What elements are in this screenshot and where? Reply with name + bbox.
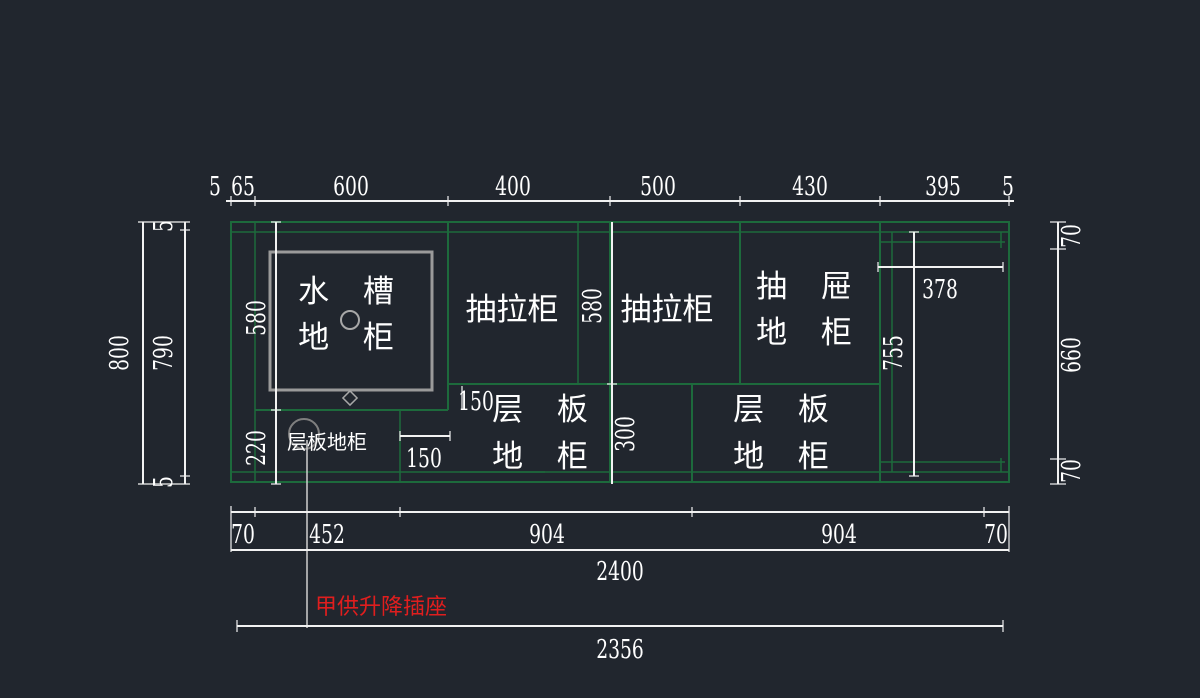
sink-basin — [268, 250, 434, 392]
left-outer-dim-label: 800 — [105, 335, 135, 371]
bottom-dim-label: 452 — [309, 520, 345, 550]
left-dimensions: 800 790 5 5 — [105, 220, 190, 488]
socket-icon — [288, 418, 320, 450]
top-dim-label: 430 — [792, 172, 828, 202]
drawer-base-label-line1: 抽 屉 — [756, 269, 864, 305]
top-dim-label: 400 — [495, 172, 531, 202]
bottom-dim-label: 904 — [529, 520, 565, 550]
right-dimensions: 70 660 70 — [1050, 221, 1087, 485]
bottom-dim-label: 904 — [821, 520, 857, 550]
sink-label-line2: 地 柜 — [298, 320, 406, 356]
overall-width-label: 2400 — [596, 557, 644, 587]
top-dim-label: 65 — [231, 172, 255, 202]
shelf-mid-label-line1: 层 板 — [492, 392, 600, 428]
right-bottom-dim-label: 70 — [1057, 459, 1087, 483]
socket — [288, 418, 320, 628]
shelf-small-label: 层板地柜 — [287, 430, 367, 454]
left-bottom-dim-label: 5 — [149, 476, 179, 488]
sink-label-line1: 水 槽 — [298, 274, 406, 310]
bottom-dim-label: 70 — [984, 520, 1008, 550]
socket-span-label: 2356 — [596, 635, 644, 665]
drawer-base-label-line2: 地 柜 — [756, 315, 864, 351]
sink — [268, 250, 434, 407]
right-top-dim-label: 70 — [1057, 224, 1087, 248]
sink-drain-icon — [340, 310, 360, 330]
top-dim-label: 5 — [209, 172, 221, 202]
bottom-dim-label: 70 — [231, 520, 255, 550]
shelf-right-label-line1: 层 板 — [733, 392, 841, 428]
end-panel-width-label: 378 — [922, 275, 958, 305]
cabinet-outline — [230, 221, 1010, 483]
top-dim-label: 600 — [333, 172, 369, 202]
cabinet-frame — [230, 221, 1010, 483]
drawer2-label: 抽拉柜 — [621, 292, 714, 328]
socket-note: 甲供升降插座 — [315, 595, 447, 620]
shelf-mid-height-label: 300 — [611, 416, 641, 452]
shelf-right-label-line2: 地 柜 — [733, 439, 841, 475]
small-mark-label: 150 — [458, 387, 494, 417]
top-dim-label: 5 — [1002, 172, 1014, 202]
sink-height-label: 580 — [242, 300, 272, 336]
drawer1-label: 抽拉柜 — [466, 292, 559, 328]
shelf-low-height-label: 220 — [242, 430, 272, 466]
inner-dimensions: 580 220 150 150 580 300 755 378 — [242, 221, 1004, 485]
end-panel-height-label: 755 — [879, 335, 909, 371]
drawer-divider-height-label: 580 — [578, 288, 608, 324]
shelf-gap-label: 150 — [406, 444, 442, 474]
top-dim-label: 395 — [925, 172, 961, 202]
top-dim-label: 500 — [640, 172, 676, 202]
left-inner-dim-label: 790 — [149, 335, 179, 371]
bottom-dimension-chain: 70 452 904 904 70 2400 — [230, 506, 1010, 587]
socket-annotation: 甲供升降插座 2356 — [236, 595, 1004, 665]
left-top-dim-label: 5 — [149, 220, 179, 232]
top-dimension-chain: 5 65 600 400 500 430 395 5 — [209, 172, 1014, 206]
shelf-mid-label-line2: 地 柜 — [492, 439, 600, 475]
faucet-icon — [341, 389, 359, 407]
cabinet-labels: 水 槽 地 柜 抽拉柜 抽拉柜 抽 屉 地 柜 层板地柜 层 板 地 柜 层 板… — [287, 269, 864, 475]
right-middle-dim-label: 660 — [1057, 337, 1087, 373]
